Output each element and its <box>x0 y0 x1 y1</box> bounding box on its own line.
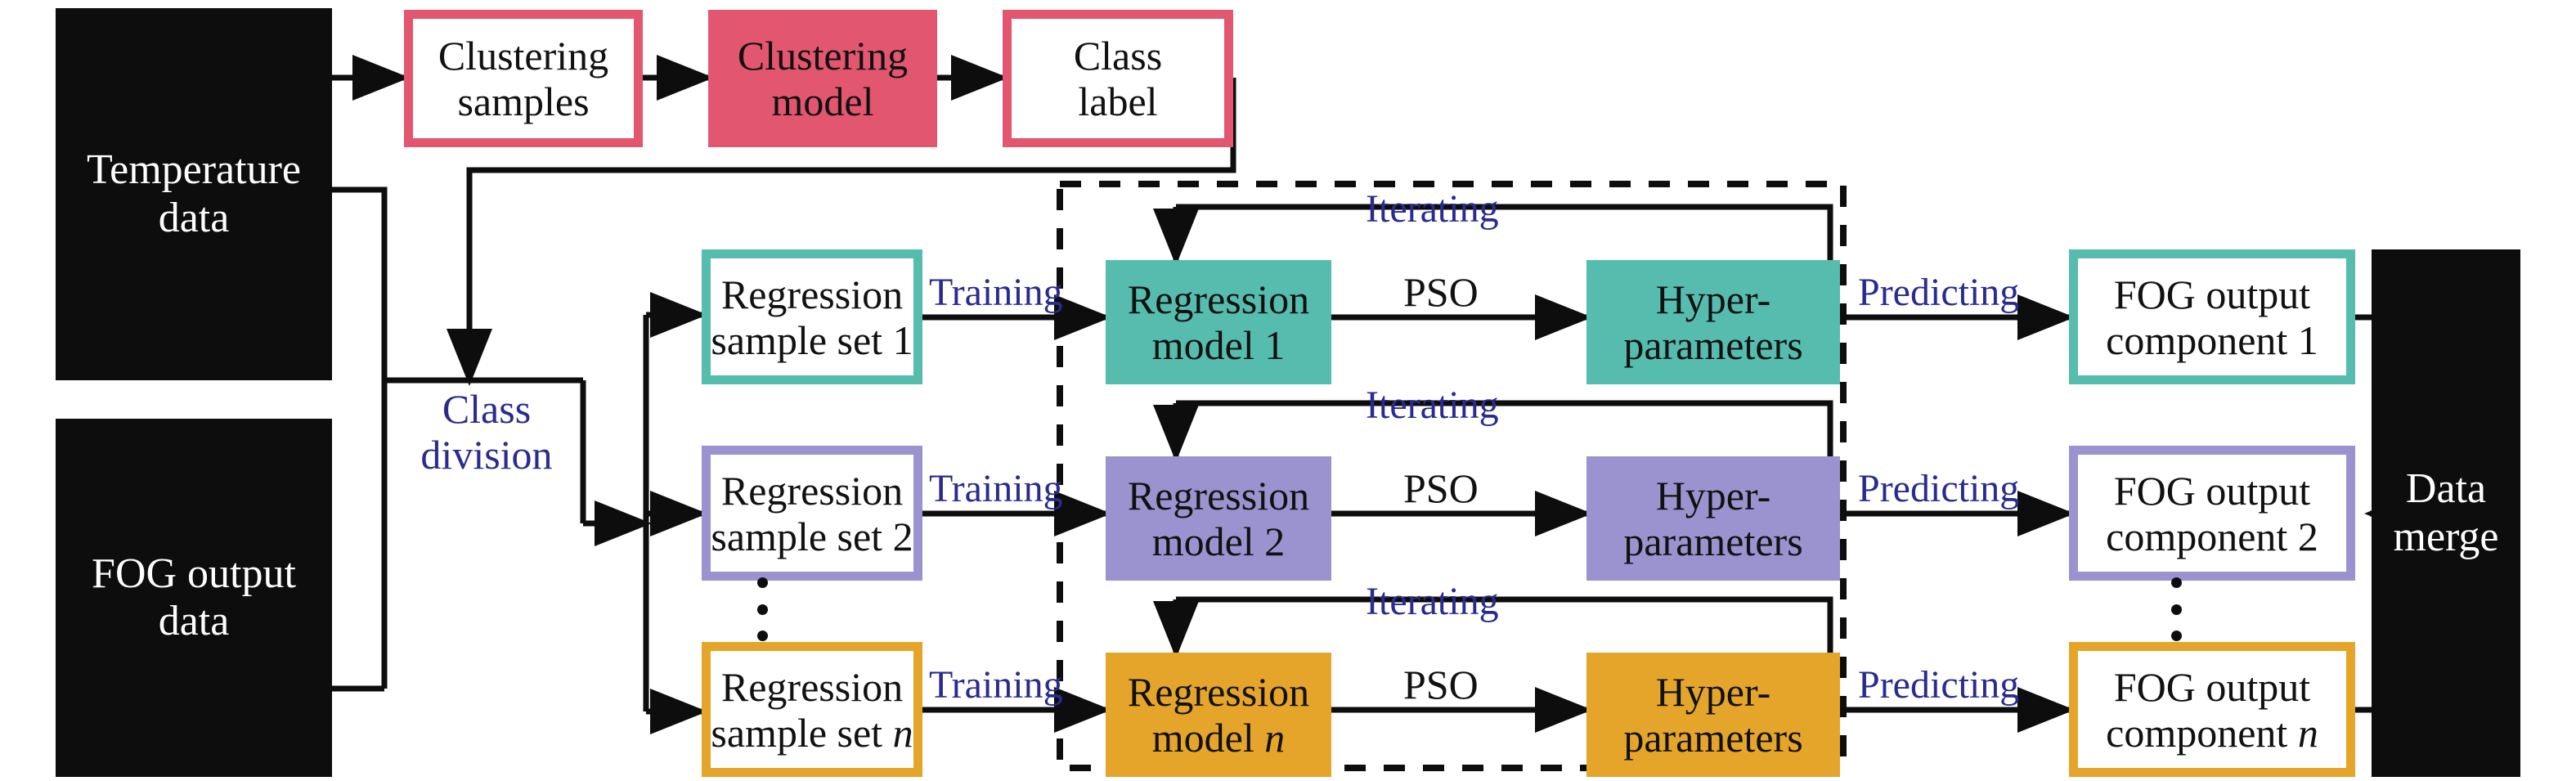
label-pso-n: PSO <box>1403 662 1479 707</box>
line-temperature-bus <box>332 186 388 689</box>
label-pso-1: PSO <box>1403 269 1479 315</box>
model-n-suffix: n <box>1264 715 1286 761</box>
arrow-group <box>332 55 1236 546</box>
node-hyperparameters-n: Hyper-parameters <box>1586 653 1840 777</box>
label-training-2: Training <box>929 467 1063 510</box>
sample-set-n-suffix: n <box>892 709 913 756</box>
node-hyperparameters-2: Hyper-parameters <box>1586 456 1840 581</box>
node-hyperparameters-1: Hyper-parameters <box>1586 260 1840 384</box>
label-predicting-n: Predicting <box>1858 663 2020 707</box>
arrow-group-2 <box>646 207 2421 734</box>
label-training-n: Training <box>929 663 1063 707</box>
label-predicting-1: Predicting <box>1858 271 2020 314</box>
label-training-1: Training <box>929 271 1063 314</box>
label-pso-2: PSO <box>1403 465 1479 511</box>
node-hyperparameters-1-label: Hyper-parameters <box>1623 276 1803 368</box>
node-hyperparameters-2-label: Hyper-parameters <box>1623 473 1803 564</box>
label-iterating-n: Iterating <box>1366 580 1499 623</box>
label-predicting-2: Predicting <box>1858 467 2020 510</box>
vertical-ellipsis-icon-outputs <box>2171 577 2182 641</box>
output-n-suffix: n <box>2297 709 2318 756</box>
arrow-class-label-to-class-division <box>447 78 1236 386</box>
label-iterating-2: Iterating <box>1366 384 1499 427</box>
vertical-ellipsis-icon-sample-sets <box>757 577 768 641</box>
label-iterating-1: Iterating <box>1366 187 1499 231</box>
pso-optimization-boundary <box>1057 181 1847 771</box>
node-hyperparameters-n-label: Hyper-parameters <box>1623 669 1803 761</box>
